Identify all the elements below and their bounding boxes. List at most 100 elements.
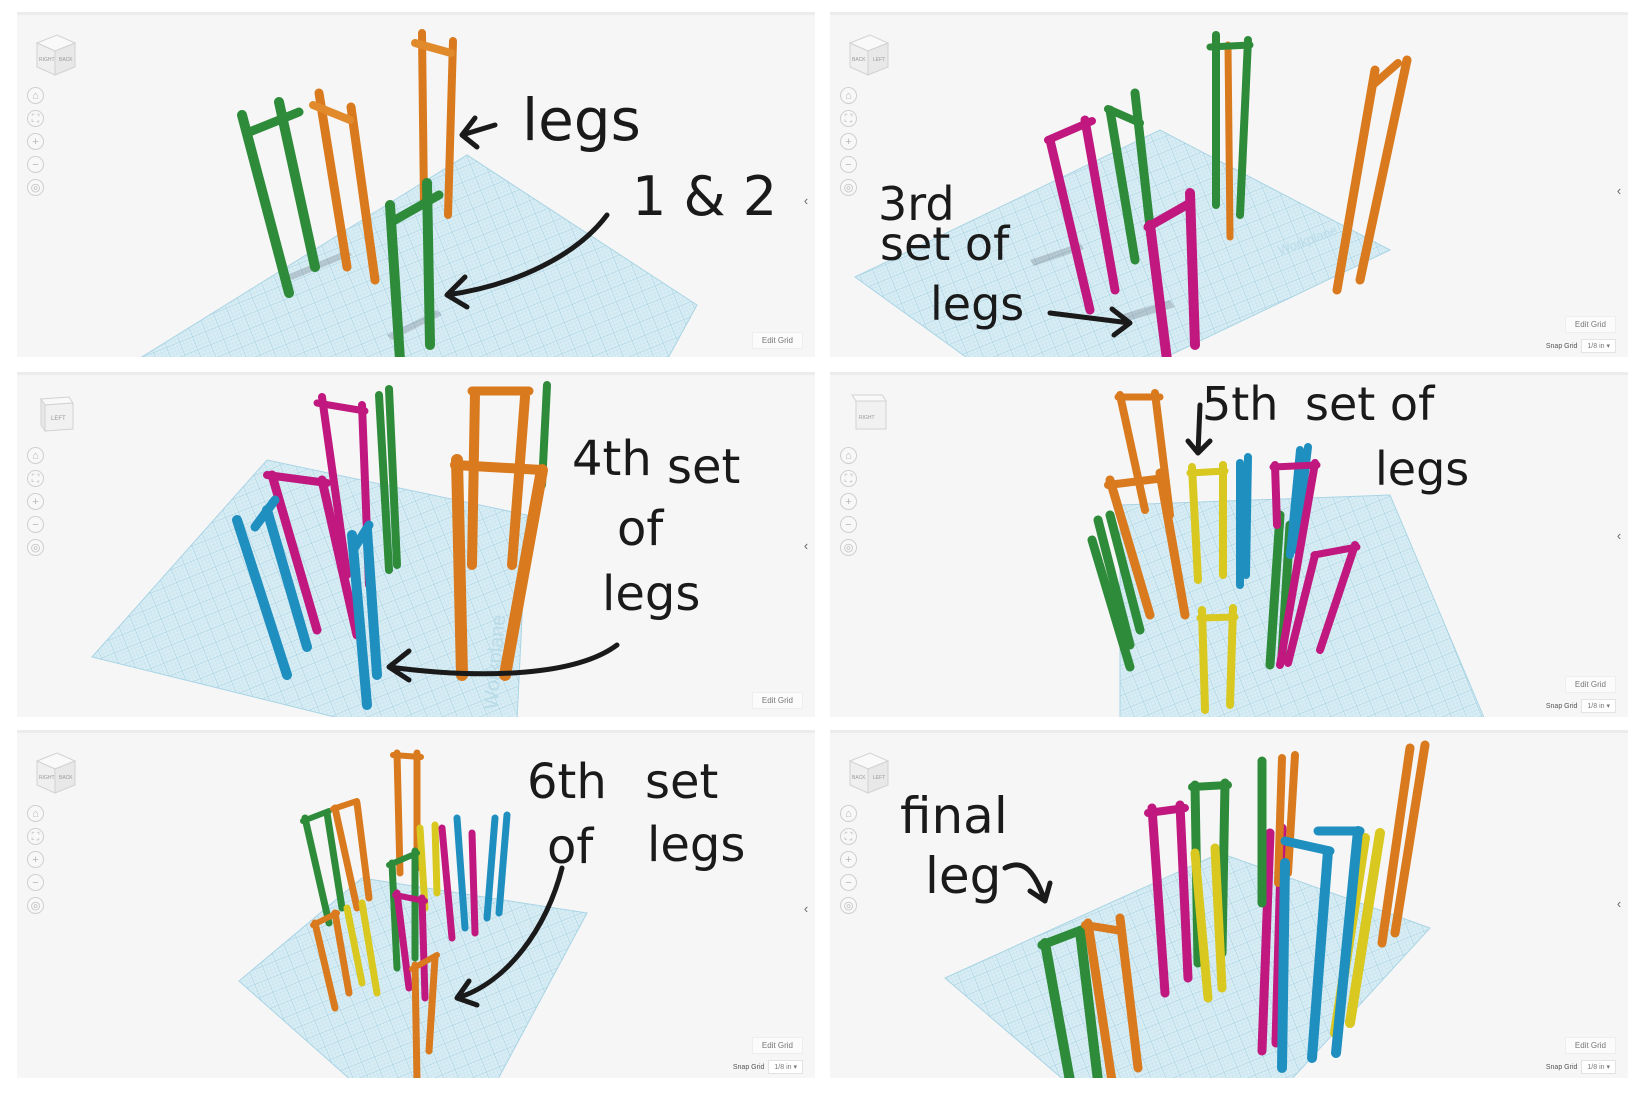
- viewport-panel-5[interactable]: 6th set of legs RIGHT BACK ⌂ ⛶ + − ◎ ‹ E…: [17, 730, 815, 1078]
- viewcube[interactable]: LEFT: [29, 389, 81, 441]
- view-controls: ⌂ ⛶ + − ◎: [27, 87, 44, 196]
- scene-canvas[interactable]: 5th set of legs: [830, 375, 1628, 717]
- snap-grid-select[interactable]: 1/8 in ▾: [768, 1060, 803, 1074]
- viewport-panel-1[interactable]: legs 1 & 2 RIGHT BACK ⌂ ⛶ + − ◎ ‹ Edit G…: [17, 12, 815, 357]
- zoom-out-button[interactable]: −: [27, 874, 44, 891]
- ortho-toggle-button[interactable]: ◎: [840, 897, 857, 914]
- leg-set-magenta-1: [1044, 115, 1120, 315]
- edit-grid-button[interactable]: Edit Grid: [751, 692, 803, 709]
- edit-grid-button[interactable]: Edit Grid: [1564, 316, 1616, 333]
- svg-text:LEFT: LEFT: [873, 775, 885, 781]
- home-view-button[interactable]: ⌂: [27, 805, 44, 822]
- viewcube[interactable]: BACK LEFT: [842, 29, 894, 81]
- leg-set-magenta: [1269, 459, 1361, 669]
- fit-all-button[interactable]: ⛶: [27, 828, 44, 845]
- view-controls: ⌂ ⛶ + − ◎: [840, 805, 857, 914]
- edit-grid-button[interactable]: Edit Grid: [1564, 1037, 1616, 1054]
- scene-canvas[interactable]: legs 1 & 2: [17, 15, 815, 357]
- fit-all-button[interactable]: ⛶: [840, 110, 857, 127]
- svg-text:LEFT: LEFT: [51, 416, 66, 422]
- snap-grid-label: Snap Grid: [1545, 1063, 1578, 1071]
- annotation-legs: legs: [647, 817, 745, 873]
- scene-canvas[interactable]: Workplane 3r: [830, 15, 1628, 357]
- leg-set-green-2: [1206, 31, 1254, 241]
- leg-set-green-1: [237, 97, 320, 298]
- snap-grid-select[interactable]: 1/8 in ▾: [1581, 339, 1616, 353]
- annotation-set: set: [667, 439, 740, 495]
- edit-grid-button[interactable]: Edit Grid: [751, 332, 803, 349]
- zoom-out-button[interactable]: −: [840, 516, 857, 533]
- leg-set-blue: [232, 495, 382, 710]
- zoom-in-button[interactable]: +: [27, 493, 44, 510]
- home-view-button[interactable]: ⌂: [27, 447, 44, 464]
- viewport-panel-2[interactable]: Workplane 3r: [830, 12, 1628, 357]
- viewcube[interactable]: BACK LEFT: [842, 747, 894, 799]
- zoom-in-button[interactable]: +: [840, 133, 857, 150]
- edit-grid-button[interactable]: Edit Grid: [751, 1037, 803, 1054]
- zoom-out-button[interactable]: −: [27, 516, 44, 533]
- leg-set-green-2: [386, 847, 420, 972]
- fit-all-button[interactable]: ⛶: [840, 470, 857, 487]
- svg-text:RIGHT: RIGHT: [859, 415, 875, 421]
- leg-set-green-2: [385, 178, 444, 357]
- annotation-leg: leg: [925, 847, 1001, 905]
- zoom-out-button[interactable]: −: [27, 156, 44, 173]
- zoom-out-button[interactable]: −: [840, 156, 857, 173]
- edit-grid-button[interactable]: Edit Grid: [1564, 676, 1616, 693]
- annotation-legs: legs: [602, 566, 700, 622]
- viewcube[interactable]: RIGHT BACK: [29, 747, 81, 799]
- scene-canvas[interactable]: final leg: [830, 733, 1628, 1078]
- zoom-in-button[interactable]: +: [840, 493, 857, 510]
- leg-set-yellow-2: [1196, 604, 1239, 714]
- zoom-in-button[interactable]: +: [27, 851, 44, 868]
- home-view-button[interactable]: ⌂: [840, 447, 857, 464]
- annotation-6th: 6th: [527, 754, 607, 810]
- leg-set-orange-far: [1332, 55, 1412, 295]
- annotation-of: of: [547, 819, 594, 875]
- view-controls: ⌂ ⛶ + − ◎: [840, 87, 857, 196]
- scene-canvas[interactable]: Workplane: [17, 375, 815, 717]
- fit-all-button[interactable]: ⛶: [27, 470, 44, 487]
- viewport-panel-6[interactable]: final leg BACK LEFT ⌂ ⛶ + − ◎ ‹ Edit Gri…: [830, 730, 1628, 1078]
- annotation-set-of: set of: [1305, 377, 1436, 431]
- leg-set-green-1: [1104, 88, 1157, 265]
- leg-set-yellow-1: [343, 821, 441, 997]
- collapse-panel-chevron-icon[interactable]: ‹: [803, 901, 809, 916]
- annotation-arrow-final: [1002, 862, 1053, 904]
- zoom-in-button[interactable]: +: [840, 851, 857, 868]
- svg-text:RIGHT: RIGHT: [39, 57, 55, 63]
- snap-grid-select[interactable]: 1/8 in ▾: [1581, 699, 1616, 713]
- ortho-toggle-button[interactable]: ◎: [27, 179, 44, 196]
- leg-set-orange-1: [309, 88, 380, 285]
- home-view-button[interactable]: ⌂: [27, 87, 44, 104]
- collapse-panel-chevron-icon[interactable]: ‹: [1616, 528, 1622, 543]
- ortho-toggle-button[interactable]: ◎: [27, 539, 44, 556]
- collapse-panel-chevron-icon[interactable]: ‹: [803, 538, 809, 553]
- viewcube[interactable]: RIGHT BACK: [29, 29, 81, 81]
- leg-set-yellow-1: [1186, 461, 1229, 584]
- zoom-in-button[interactable]: +: [27, 133, 44, 150]
- ortho-toggle-button[interactable]: ◎: [840, 179, 857, 196]
- scene-canvas[interactable]: 6th set of legs: [17, 733, 815, 1078]
- home-view-button[interactable]: ⌂: [840, 87, 857, 104]
- collapse-panel-chevron-icon[interactable]: ‹: [1616, 896, 1622, 911]
- collapse-panel-chevron-icon[interactable]: ‹: [1616, 183, 1622, 198]
- snap-grid-select[interactable]: 1/8 in ▾: [1581, 1060, 1616, 1074]
- leg-set-magenta-2: [1143, 188, 1200, 357]
- view-controls: ⌂ ⛶ + − ◎: [27, 447, 44, 556]
- fit-all-button[interactable]: ⛶: [27, 110, 44, 127]
- fit-all-button[interactable]: ⛶: [840, 828, 857, 845]
- zoom-out-button[interactable]: −: [840, 874, 857, 891]
- ortho-toggle-button[interactable]: ◎: [27, 897, 44, 914]
- svg-text:RIGHT: RIGHT: [39, 775, 55, 781]
- annotation-of: of: [617, 501, 664, 557]
- snap-grid-control: Snap Grid 1/8 in ▾: [1546, 699, 1616, 713]
- svg-text:BACK: BACK: [852, 57, 866, 63]
- ortho-toggle-button[interactable]: ◎: [840, 539, 857, 556]
- collapse-panel-chevron-icon[interactable]: ‹: [803, 193, 809, 208]
- snap-grid-control: Snap Grid 1/8 in ▾: [1546, 339, 1616, 353]
- viewcube[interactable]: RIGHT: [842, 389, 894, 441]
- viewport-panel-4[interactable]: 5th set of legs RIGHT ⌂ ⛶ + − ◎ ‹ Edit G…: [830, 372, 1628, 717]
- home-view-button[interactable]: ⌂: [840, 805, 857, 822]
- viewport-panel-3[interactable]: Workplane: [17, 372, 815, 717]
